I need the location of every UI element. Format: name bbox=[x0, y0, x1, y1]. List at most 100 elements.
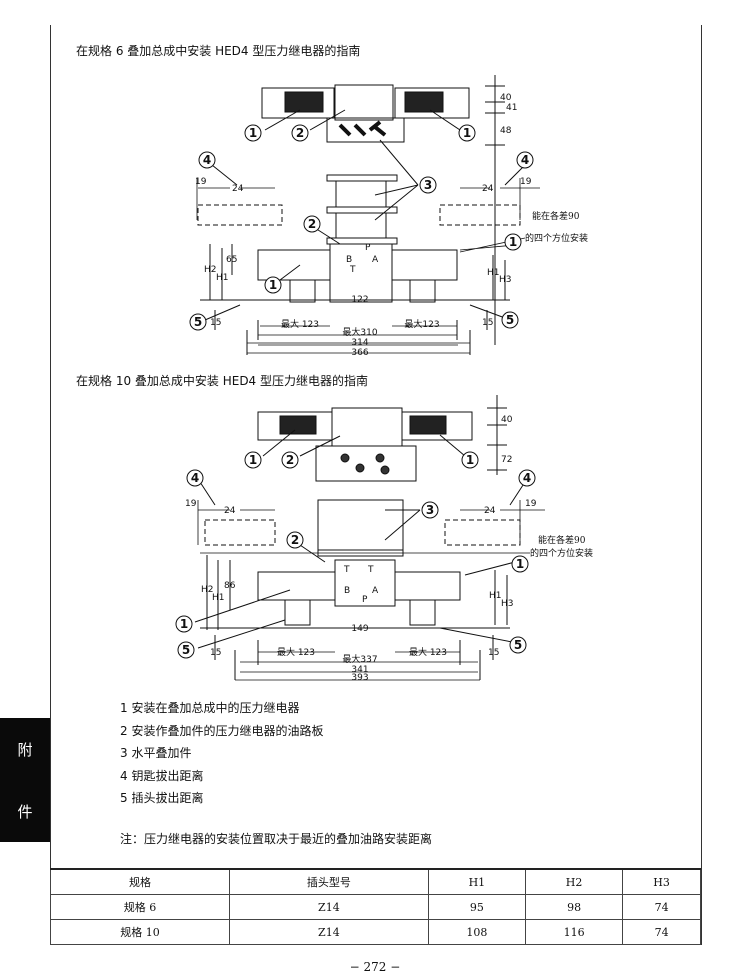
dim: 366 bbox=[351, 348, 368, 358]
dim: H2 bbox=[201, 585, 214, 595]
callout-3: 3 bbox=[426, 503, 434, 517]
table-cell: Z14 bbox=[228, 894, 429, 920]
orientation-note: 的四个方位安装 bbox=[530, 547, 593, 559]
dim: 15 bbox=[210, 318, 221, 328]
callout-1: 1 bbox=[466, 453, 474, 467]
dim: H3 bbox=[501, 599, 514, 609]
dim: 15 bbox=[488, 648, 499, 658]
dim: 24 bbox=[482, 184, 494, 194]
dim: 最大 123 bbox=[409, 646, 447, 658]
callout-5: 5 bbox=[182, 643, 190, 657]
tab-char: 件 bbox=[17, 802, 33, 821]
dim: 19 bbox=[520, 177, 532, 187]
tab-char: 附 bbox=[17, 740, 33, 759]
column-header: H2 bbox=[524, 868, 624, 895]
port-label: A bbox=[372, 586, 379, 596]
heading-size-6: 在规格 6 叠加总成中安装 HED4 型压力继电器的指南 bbox=[76, 44, 361, 58]
dim: 15 bbox=[482, 318, 493, 328]
table-cell: 95 bbox=[427, 894, 527, 920]
dim: 393 bbox=[351, 673, 368, 683]
column-header: H1 bbox=[427, 868, 527, 895]
callout-2: 2 bbox=[308, 217, 316, 231]
table-cell: Z14 bbox=[228, 919, 429, 945]
column-header: 插头型号 bbox=[228, 868, 429, 895]
callout-1: 1 bbox=[516, 557, 524, 571]
port-label: T bbox=[349, 265, 356, 275]
dim: 最大 123 bbox=[281, 318, 319, 330]
port-label: B bbox=[344, 586, 350, 596]
dim: 最大 123 bbox=[277, 646, 315, 658]
callout-4: 4 bbox=[521, 153, 529, 167]
table-cell: 116 bbox=[524, 919, 624, 945]
table-cell: 规格 10 bbox=[50, 919, 230, 945]
legend-item: 2 安装作叠加件的压力继电器的油路板 bbox=[120, 723, 324, 738]
dim: H1 bbox=[216, 273, 229, 283]
callout-1: 1 bbox=[249, 126, 257, 140]
callout-4: 4 bbox=[191, 471, 199, 485]
callout-1: 1 bbox=[269, 278, 277, 292]
dim: 24 bbox=[224, 506, 236, 516]
dim: 314 bbox=[351, 338, 368, 348]
callout-3: 3 bbox=[424, 178, 432, 192]
heading-size-10: 在规格 10 叠加总成中安装 HED4 型压力继电器的指南 bbox=[76, 374, 369, 388]
port-label: T bbox=[367, 565, 374, 575]
dimension-table: 规格 插头型号 H1 H2 H3 规格 6 Z14 95 98 74 规格 10… bbox=[50, 868, 701, 945]
callout-1: 1 bbox=[249, 453, 257, 467]
dim: 24 bbox=[484, 506, 496, 516]
dim: 41 bbox=[506, 103, 517, 113]
callout-1: 1 bbox=[180, 617, 188, 631]
table-cell: 74 bbox=[622, 919, 701, 945]
dim: 65 bbox=[226, 255, 237, 265]
port-label: A bbox=[372, 255, 379, 265]
port-label: P bbox=[365, 243, 371, 253]
callout-4: 4 bbox=[523, 471, 531, 485]
orientation-note: 能在各差90 bbox=[532, 210, 580, 222]
page-number: − 272 − bbox=[349, 960, 401, 974]
callout-5: 5 bbox=[514, 638, 522, 652]
dim: 19 bbox=[185, 499, 197, 509]
table-cell: 108 bbox=[427, 919, 527, 945]
port-label: B bbox=[346, 255, 352, 265]
drawing-size-10: 1 2 1 4 4 3 2 1 1 5 5 40 72 19 24 24 19 … bbox=[175, 395, 593, 683]
dim: 86 bbox=[224, 581, 236, 591]
dim: 最大337 bbox=[342, 653, 377, 665]
table-cell: 规格 6 bbox=[50, 894, 230, 920]
legend-item: 4 钥匙拔出距离 bbox=[120, 768, 204, 783]
dim: 72 bbox=[501, 455, 512, 465]
pressure-switch-left bbox=[261, 87, 335, 119]
dim: H3 bbox=[499, 275, 512, 285]
table-row: 规格 6 Z14 95 98 74 bbox=[50, 894, 701, 920]
page-frame bbox=[50, 25, 702, 945]
legend-item: 1 安装在叠加总成中的压力继电器 bbox=[120, 701, 300, 715]
manifold-plate bbox=[334, 84, 394, 121]
table-row: 规格 10 Z14 108 116 74 bbox=[50, 919, 701, 945]
legend-item: 3 水平叠加件 bbox=[120, 746, 192, 760]
column-header: 规格 bbox=[50, 868, 230, 895]
dim: 15 bbox=[210, 648, 221, 658]
dim: 48 bbox=[500, 126, 512, 136]
table-header-row: 规格 插头型号 H1 H2 H3 bbox=[50, 868, 701, 895]
dim: H1 bbox=[489, 591, 502, 601]
table-cell: 74 bbox=[622, 894, 701, 920]
dim: 122 bbox=[351, 295, 368, 305]
dim: 149 bbox=[351, 624, 368, 634]
installation-note: 注：压力继电器的安装位置取决于最近的叠加油路安装距离 bbox=[120, 832, 433, 846]
pressure-switch-right bbox=[394, 87, 470, 119]
dim: 最大123 bbox=[404, 318, 439, 330]
port-label: P bbox=[362, 595, 368, 605]
dim: H1 bbox=[212, 593, 225, 603]
dim: 19 bbox=[525, 499, 537, 509]
callout-4: 4 bbox=[203, 153, 211, 167]
dim: 40 bbox=[501, 415, 513, 425]
column-header: H3 bbox=[622, 868, 701, 895]
callout-2: 2 bbox=[291, 533, 299, 547]
dim: 341 bbox=[351, 665, 368, 675]
dim: 40 bbox=[500, 93, 512, 103]
callout-2: 2 bbox=[286, 453, 294, 467]
legend-list: 1 安装在叠加总成中的压力继电器 2 安装作叠加件的压力继电器的油路板 3 水平… bbox=[120, 697, 323, 810]
dim: H2 bbox=[204, 265, 217, 275]
callout-1: 1 bbox=[463, 126, 471, 140]
port-label: T bbox=[343, 565, 350, 575]
dim: 19 bbox=[195, 177, 207, 187]
